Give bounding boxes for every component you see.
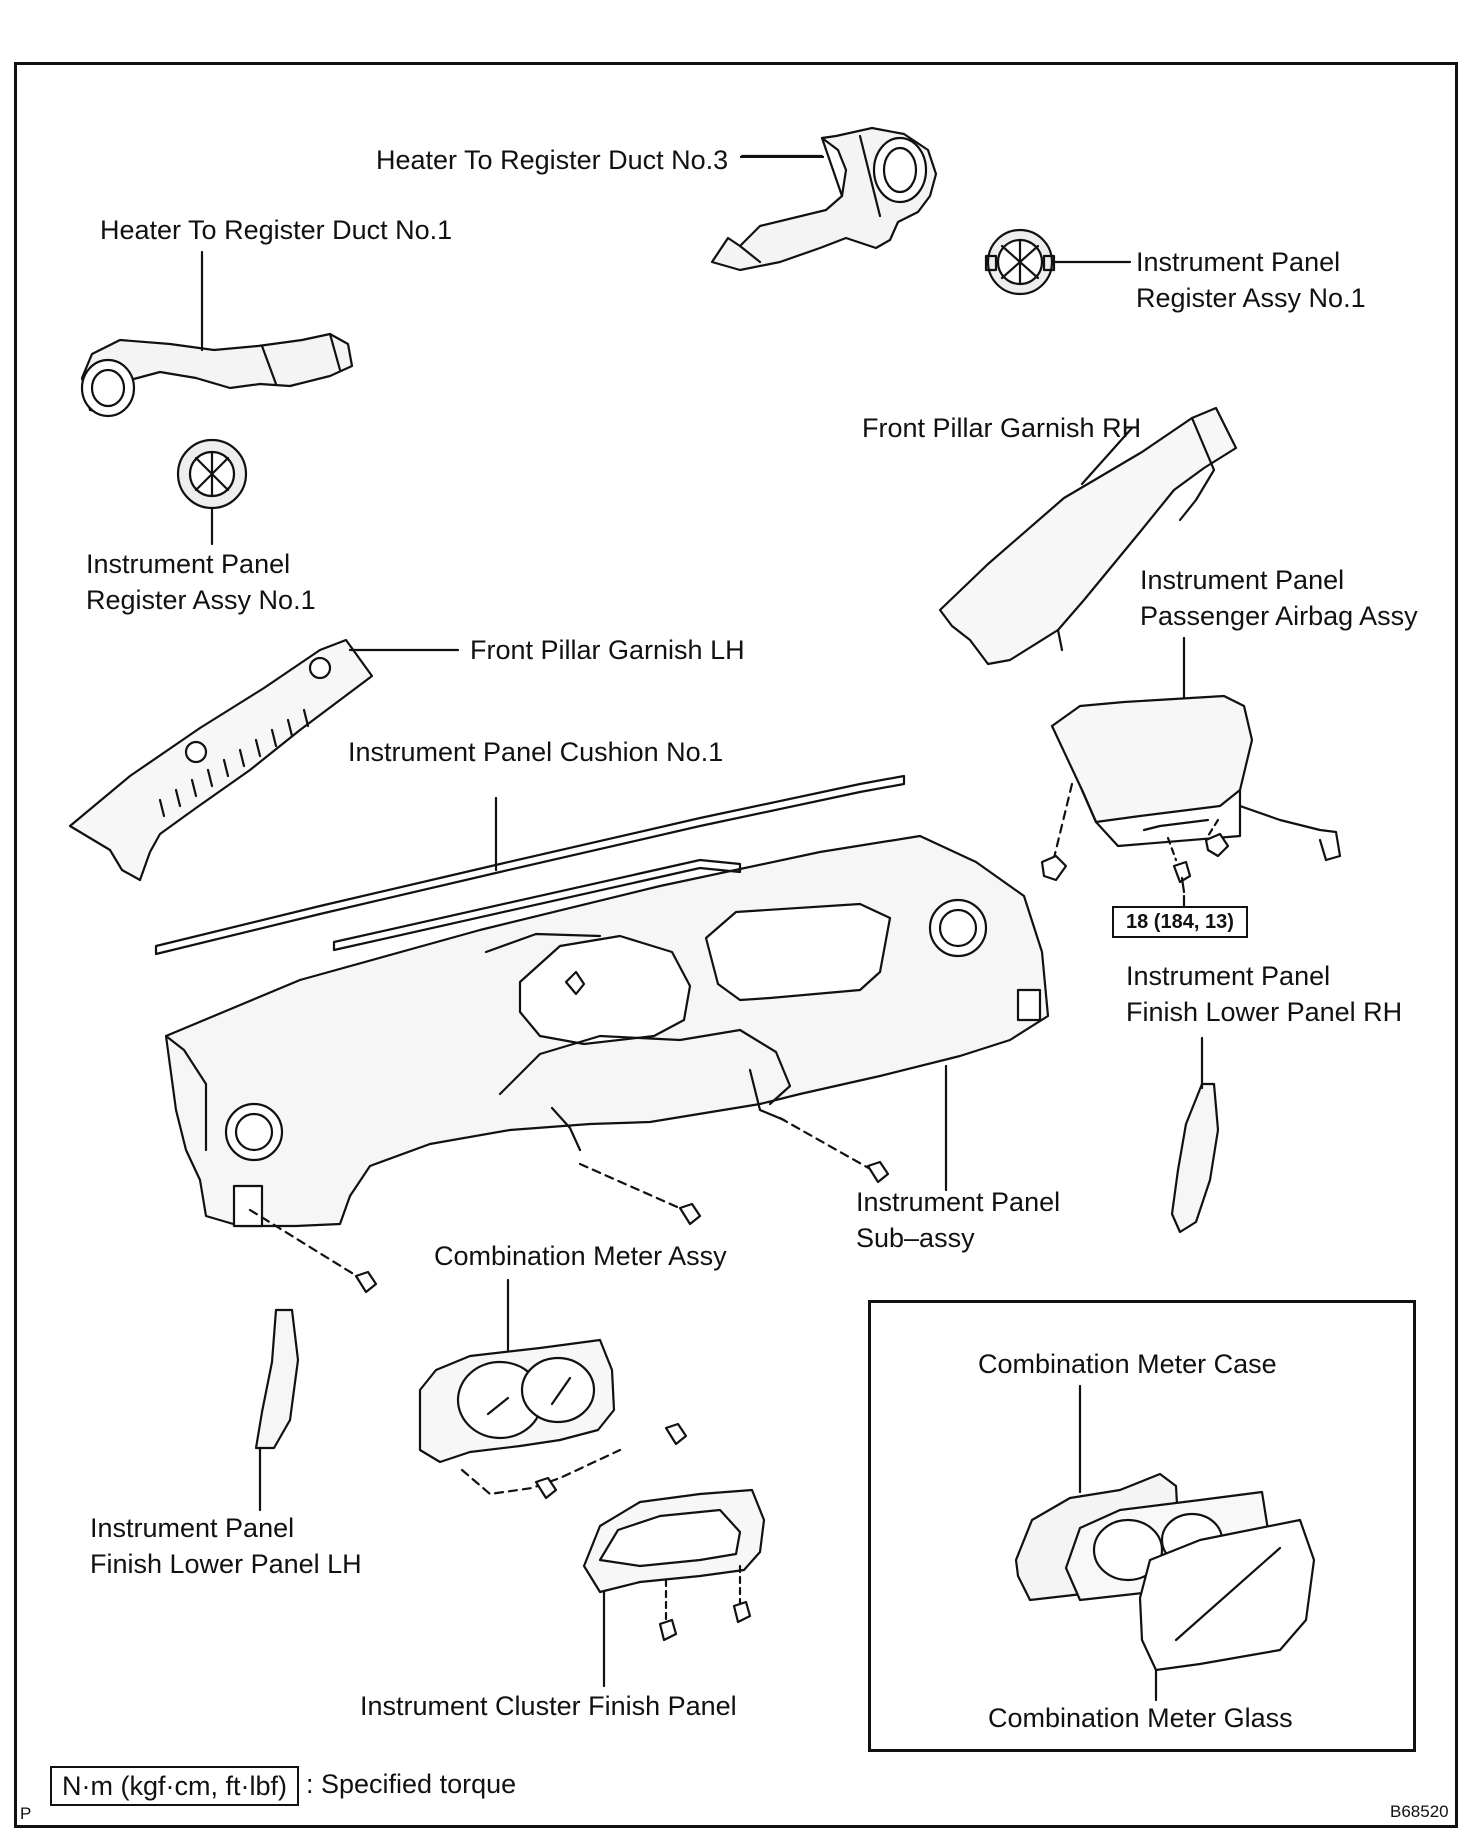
combination-meter-assy-part <box>418 1278 688 1500</box>
label-register-left-line1: Instrument Panel <box>86 549 291 579</box>
label-register-left-line2: Register Assy No.1 <box>86 585 316 615</box>
inset-box <box>868 1300 1416 1752</box>
instrument-panel-cushion-part <box>154 774 906 956</box>
torque-spec-box: 18 (184, 13) <box>1112 906 1248 938</box>
passenger-airbag-assy-part <box>1040 636 1342 920</box>
instrument-panel-sub-assy-part <box>164 834 1050 1228</box>
register-assy-left-part <box>176 438 248 546</box>
corner-mark: P <box>20 1804 32 1823</box>
diagram-frame <box>14 62 1458 1828</box>
label-lower-panel-lh-line1: Instrument Panel <box>90 1513 295 1543</box>
label-lower-panel-rh-line2: Finish Lower Panel RH <box>1126 997 1403 1027</box>
label-airbag-line1: Instrument Panel <box>1140 565 1345 595</box>
legend-description: : Specified torque <box>306 1769 517 1799</box>
label-register-right-line2: Register Assy No.1 <box>1136 283 1366 313</box>
label-instrument-cluster-finish-panel: Instrument Cluster Finish Panel <box>360 1691 737 1721</box>
label-sub-assy-line1: Instrument Panel <box>856 1187 1061 1217</box>
finish-lower-panel-rh-part <box>1170 1036 1220 1234</box>
label-register-right-line1: Instrument Panel <box>1136 247 1341 277</box>
leader-duct3 <box>740 156 824 158</box>
label-sub-assy-line2: Sub–assy <box>856 1223 975 1253</box>
label-lower-panel-rh-line1: Instrument Panel <box>1126 961 1331 991</box>
label-heater-duct-no1: Heater To Register Duct No.1 <box>100 215 453 245</box>
register-assy-right-part <box>984 228 1132 296</box>
finish-lower-panel-lh-part <box>254 1308 300 1512</box>
front-pillar-garnish-lh-part <box>68 638 460 882</box>
front-pillar-garnish-rh-part <box>938 406 1238 666</box>
label-airbag-line2: Passenger Airbag Assy <box>1140 601 1418 631</box>
label-front-pillar-garnish-lh: Front Pillar Garnish LH <box>470 635 745 665</box>
instrument-cluster-finish-panel-part <box>582 1488 766 1688</box>
inset-meter-case-glass <box>1014 1384 1316 1702</box>
label-combination-meter-assy: Combination Meter Assy <box>434 1241 727 1271</box>
label-combination-meter-case: Combination Meter Case <box>978 1349 1277 1379</box>
label-lower-panel-lh-line2: Finish Lower Panel LH <box>90 1549 362 1579</box>
legend-unit-box: N·m (kgf·cm, ft·lbf) <box>50 1766 299 1806</box>
figure-id: B68520 <box>1390 1802 1449 1821</box>
sub-assy-fasteners <box>248 970 890 1294</box>
label-instrument-panel-cushion: Instrument Panel Cushion No.1 <box>348 737 724 767</box>
label-heater-duct-no3: Heater To Register Duct No.3 <box>376 145 729 175</box>
label-front-pillar-garnish-rh: Front Pillar Garnish RH <box>862 413 1142 443</box>
heater-duct-no1-part <box>80 250 354 418</box>
heater-duct-no3-part <box>710 126 938 272</box>
label-combination-meter-glass: Combination Meter Glass <box>988 1703 1293 1733</box>
